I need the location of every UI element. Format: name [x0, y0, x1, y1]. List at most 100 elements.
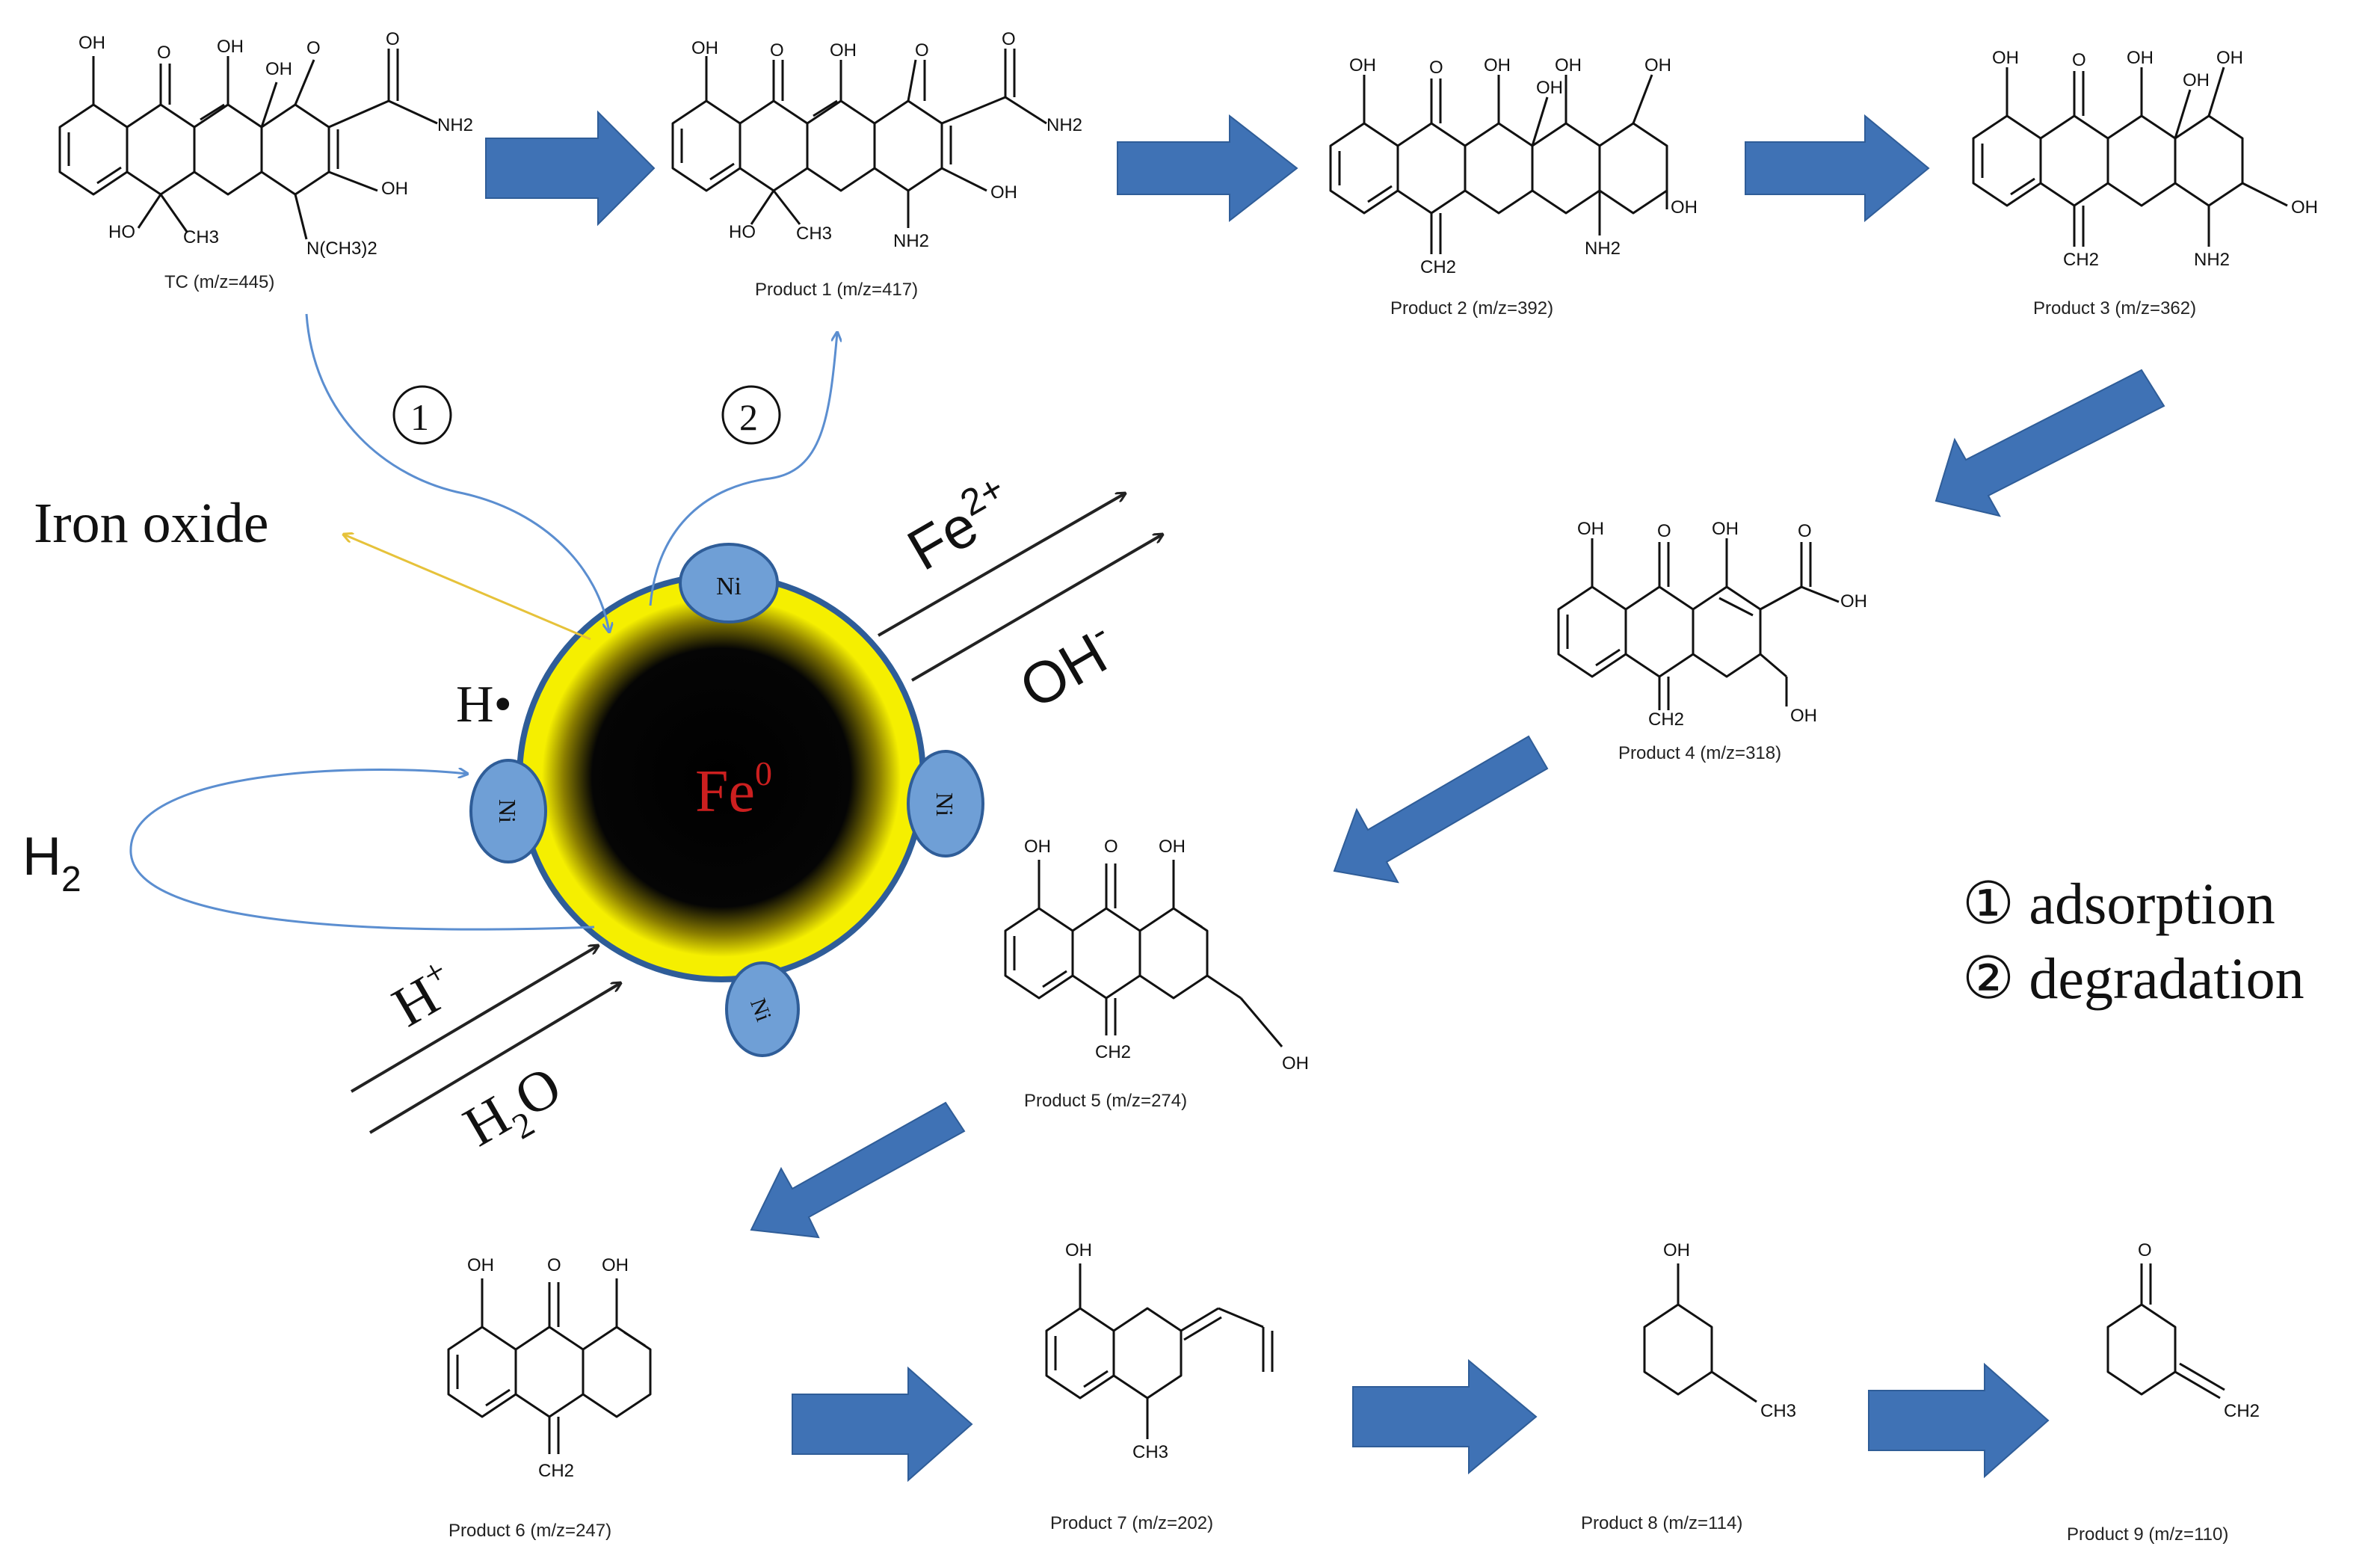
p1-caption: Product 1 (m/z=417)	[755, 280, 918, 300]
p8-caption: Product 8 (m/z=114)	[1581, 1513, 1742, 1533]
p4-cooh-oh-label: OH	[1840, 591, 1867, 612]
h-plus-arrow	[350, 946, 598, 1093]
tc-ho-label: HO	[108, 222, 135, 242]
particle-core	[542, 598, 901, 957]
ni-label-top: Ni	[716, 573, 742, 600]
ni-top: Ni	[679, 543, 779, 624]
p9-caption: Product 9 (m/z=110)	[2067, 1524, 2228, 1545]
molecule-product-8: OH CH3 Product 8 (m/z=114)	[1581, 1240, 1796, 1533]
molecule-product-2: OH O OH OH OH OH OH NH2 CH2 Product 2 (m…	[1329, 55, 1698, 318]
molecule-product-7: OH CH3 Product 7 (m/z=202)	[1045, 1240, 1274, 1533]
tc-ch3-label: CH3	[183, 227, 219, 247]
p6-o-label: O	[547, 1255, 561, 1275]
p7-caption: Product 7 (m/z=202)	[1050, 1513, 1213, 1533]
p3-caption: Product 3 (m/z=362)	[2033, 298, 2196, 318]
tc-oh-label: OH	[265, 59, 292, 79]
h2o-arrow	[369, 983, 620, 1134]
flow-arrow-p1-to-p2	[1117, 114, 1298, 223]
h2-label: H2	[22, 827, 81, 899]
p4-oh-label: OH	[1712, 519, 1739, 539]
p2-oh-label: OH	[1555, 55, 1582, 76]
nzvi-particle: Fe0 Ni Ni Ni Ni	[469, 543, 984, 1057]
tc-o-label: O	[157, 43, 171, 63]
tc-oh-label: OH	[78, 33, 105, 53]
p5-oh-label: OH	[1159, 837, 1186, 857]
p2-nh2-label: NH2	[1585, 238, 1621, 259]
molecule-product-4: OH O OH O OH OH CH2 Product 4 (m/z=318)	[1557, 519, 1867, 763]
step-one-number: 1	[410, 396, 429, 438]
p1-o-label: O	[915, 40, 929, 61]
oh-minus-label: OH-	[1007, 610, 1129, 721]
flow-arrow-p2-to-p3	[1745, 114, 1930, 223]
molecule-product-6: OH O OH CH2 Product 6 (m/z=247)	[447, 1255, 652, 1541]
p5-caption: Product 5 (m/z=274)	[1024, 1091, 1187, 1111]
p3-nh2-label: NH2	[2194, 250, 2230, 270]
p3-oh-label: OH	[1992, 48, 2019, 68]
degradation-curve	[649, 333, 837, 606]
legend-adsorption: ① adsorption	[1962, 871, 2275, 936]
p3-ch2-label: CH2	[2063, 250, 2099, 270]
p2-oh-label: OH	[1644, 55, 1671, 76]
adsorption-curve	[305, 313, 609, 632]
iron-oxide-arrow	[344, 535, 591, 641]
p6-oh-label: OH	[602, 1255, 629, 1275]
tc-o-label: O	[306, 38, 321, 58]
p6-caption: Product 6 (m/z=247)	[448, 1521, 611, 1541]
p1-oh-label: OH	[990, 182, 1017, 203]
fe2-arrow	[878, 493, 1125, 637]
p1-nh2-label: NH2	[893, 231, 929, 251]
p1-nh2-label: NH2	[1046, 115, 1082, 135]
molecule-product-3: OH O OH OH OH OH NH2 CH2 Product 3 (m/z=…	[1972, 48, 2318, 318]
molecule-product-9: O CH2 Product 9 (m/z=110)	[2067, 1240, 2260, 1545]
h2-loop-arrow	[129, 770, 595, 931]
p3-oh-label: OH	[2183, 70, 2210, 90]
molecule-product-1: OH O OH O O NH2 OH NH2 HO CH3 Product 1 …	[671, 29, 1082, 300]
p8-ch3-label: CH3	[1760, 1401, 1796, 1421]
p2-oh-label: OH	[1484, 55, 1511, 76]
h-radical-label: H•	[456, 676, 512, 733]
tc-o-label: O	[386, 29, 400, 49]
ni-left: Ni	[469, 759, 547, 863]
h-plus-label: H+	[380, 951, 466, 1039]
p6-ch2-label: CH2	[538, 1461, 574, 1481]
p5-oh-label: OH	[1282, 1053, 1309, 1074]
p5-o-label: O	[1104, 837, 1118, 857]
p1-o-label: O	[770, 40, 784, 61]
flow-arrow-p6-to-p7	[792, 1366, 973, 1483]
p4-ch2-label: CH2	[1648, 709, 1684, 730]
p5-ch2-label: CH2	[1095, 1042, 1131, 1062]
p2-ch2-label: CH2	[1420, 257, 1456, 277]
p7-oh-label: OH	[1065, 1240, 1092, 1260]
flow-arrow-tc-to-p1	[485, 110, 656, 227]
tc-nh2-label: NH2	[437, 115, 473, 135]
flow-arrow-p8-to-p9	[1868, 1362, 2050, 1479]
p4-o-label: O	[1798, 521, 1812, 541]
iron-oxide-label: Iron oxide	[34, 492, 268, 555]
p9-ch2-label: CH2	[2224, 1401, 2260, 1421]
flow-arrow-p3-to-p4	[1934, 369, 2165, 517]
ni-label-left: Ni	[494, 799, 521, 823]
molecule-product-5: OH O OH OH CH2 Product 5 (m/z=274)	[1004, 837, 1309, 1111]
p6-oh-label: OH	[467, 1255, 494, 1275]
ni-right: Ni	[907, 750, 984, 858]
p3-oh-label: OH	[2216, 48, 2243, 68]
tc-caption: TC (m/z=445)	[164, 272, 274, 292]
step-two-number: 2	[739, 396, 758, 438]
p2-oh-label: OH	[1536, 78, 1563, 98]
p2-oh-label: OH	[1349, 55, 1376, 76]
flow-arrow-p7-to-p8	[1352, 1358, 1538, 1475]
p8-oh-label: OH	[1663, 1240, 1690, 1260]
p2-o-label: O	[1429, 58, 1443, 78]
p3-o-label: O	[2072, 50, 2086, 70]
p1-ho-label: HO	[729, 222, 756, 242]
step-one-circle	[392, 385, 452, 445]
p2-oh-label: OH	[1671, 197, 1698, 218]
fe0-label: Fe0	[695, 754, 772, 825]
p4-o-label: O	[1657, 521, 1671, 541]
p2-caption: Product 2 (m/z=392)	[1390, 298, 1553, 318]
p9-o-label: O	[2138, 1240, 2152, 1260]
p1-ch3-label: CH3	[796, 224, 832, 244]
p4-oh-label: OH	[1577, 519, 1604, 539]
p1-oh-label: OH	[691, 38, 718, 58]
